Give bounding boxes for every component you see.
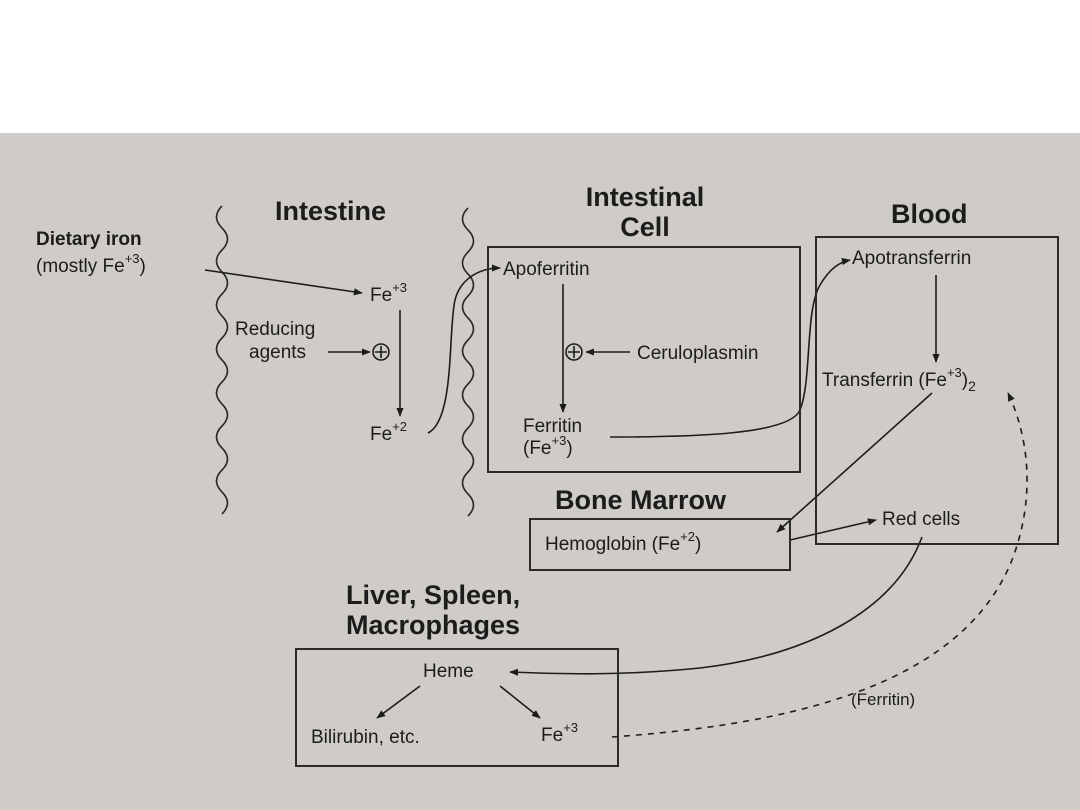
label-ceruloplasmin: Ceruloplasmin	[637, 343, 759, 364]
heading-blood: Blood	[891, 199, 968, 229]
arrow-heme-to-fe3	[499, 685, 541, 719]
arrow-redcells-to-heme	[509, 536, 923, 676]
label-reducing-agents: Reducing agents	[235, 319, 316, 363]
blood-box	[815, 236, 1059, 545]
heading-liver: Liver, Spleen, Macrophages	[346, 580, 520, 640]
heading-bone-marrow: Bone Marrow	[555, 485, 727, 515]
heading-intestinal-cell-line1: Intestinal	[585, 182, 705, 212]
arrow-dashed-ferritin-return	[611, 392, 1028, 738]
label-intestine-fe2: Fe+2	[370, 418, 408, 445]
arrow-ferritin-to-apotransferrin	[609, 258, 851, 438]
plus-circle-cell	[565, 343, 583, 361]
label-ferritin: Ferritin (Fe+3)	[523, 416, 583, 459]
arrow-fe2-to-apoferritin	[427, 264, 501, 434]
heading-liver-line2: Macrophages	[346, 610, 521, 640]
label-apotransferrin: Apotransferrin	[852, 248, 972, 269]
intestine-wall-right	[461, 207, 475, 517]
heading-liver-line1: Liver, Spleen,	[346, 580, 521, 610]
arrow-hemoglobin-to-redcells	[789, 518, 877, 541]
label-bilirubin: Bilirubin, etc.	[311, 727, 420, 748]
heading-intestinal-cell: Intestinal Cell	[560, 182, 730, 242]
label-intestine-fe3: Fe+3	[370, 279, 408, 306]
label-hemoglobin: Hemoglobin (Fe+2)	[545, 528, 702, 555]
heading-intestinal-cell-line2: Cell	[620, 212, 670, 242]
bone-marrow-box	[529, 518, 791, 571]
label-heme: Heme	[423, 661, 474, 682]
plus-circle-intestine	[372, 343, 390, 361]
liver-box	[295, 648, 619, 767]
intestinal-cell-box	[487, 246, 801, 473]
label-ferritin-dashed: (Ferritin)	[851, 690, 916, 709]
arrow-transferrin-to-hemoglobin	[776, 392, 933, 533]
label-red-cells: Red cells	[882, 509, 961, 530]
intestine-wall-left	[215, 205, 229, 515]
label-mostly-fe3: (mostly Fe+3)	[36, 250, 146, 277]
label-transferrin: Transferrin (Fe+3)2	[822, 364, 976, 394]
label-apoferritin: Apoferritin	[503, 259, 590, 280]
label-dietary-iron: Dietary iron	[36, 229, 142, 250]
arrow-heme-to-bilirubin	[376, 685, 421, 719]
arrow-dietary-to-fe3	[204, 269, 363, 296]
label-liver-fe3: Fe+3	[541, 719, 579, 746]
heading-intestine: Intestine	[275, 196, 387, 226]
